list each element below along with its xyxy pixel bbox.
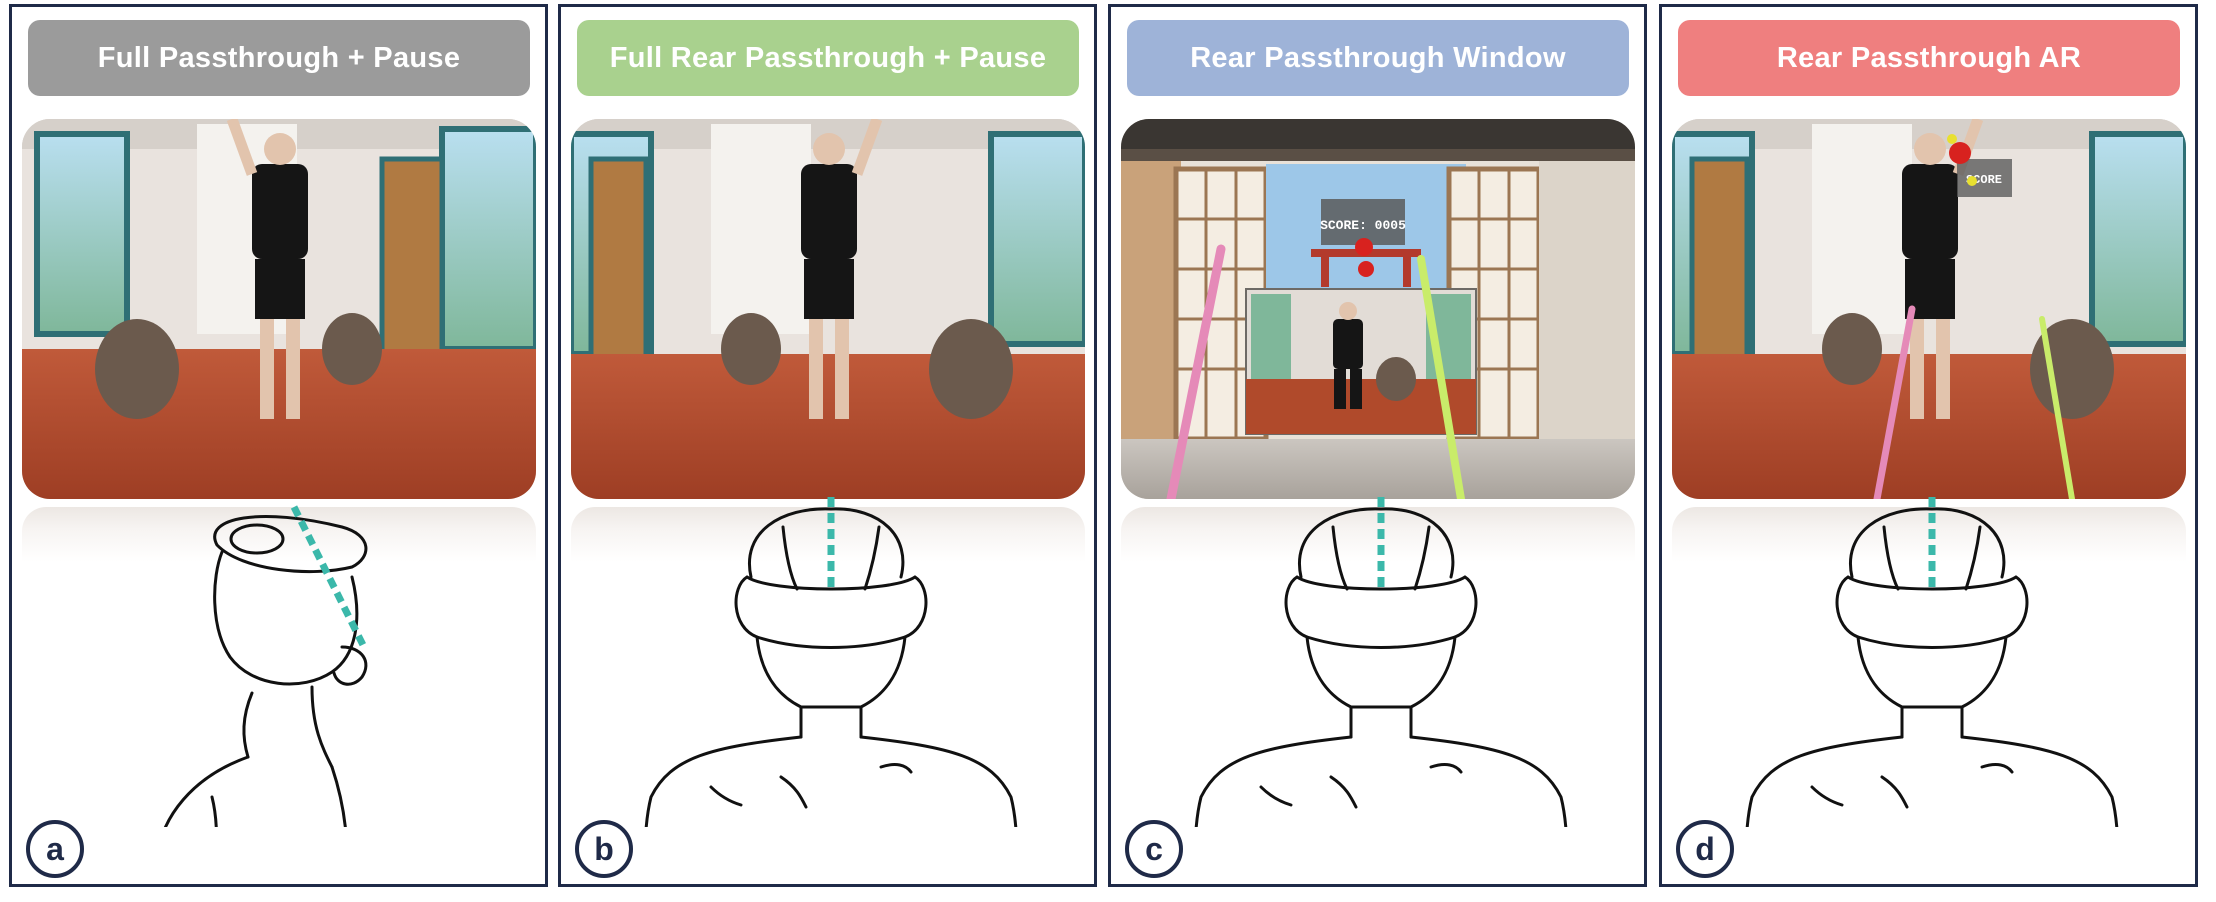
panel-letter-badge: a (26, 820, 84, 878)
score-display: SCORE: 0005 (1320, 218, 1406, 233)
panel-title: Rear Passthrough Window (1127, 20, 1629, 96)
room-photo (22, 119, 536, 499)
rear-view-head-sketch (1194, 497, 1568, 827)
panel-rear-passthrough-ar: Rear Passthrough AR SCORE (1659, 4, 2198, 887)
panel-title: Full Passthrough + Pause (28, 20, 530, 96)
panel-letter-badge: d (1676, 820, 1734, 878)
side-view-head-sketch (164, 505, 368, 827)
room-photo-ar: SCORE (1672, 119, 2186, 499)
rear-view-head-sketch (644, 497, 1018, 827)
panel-letter-badge: c (1125, 820, 1183, 878)
panel-letter-badge: b (575, 820, 633, 878)
panel-title: Full Rear Passthrough + Pause (577, 20, 1079, 96)
panel-full-rear-passthrough-pause: Full Rear Passthrough + Pause (558, 4, 1097, 887)
panel-full-passthrough-pause: Full Passthrough + Pause (9, 4, 548, 887)
panel-rear-passthrough-window: Rear Passthrough Window SCORE: 0005 (1108, 4, 1647, 887)
rear-view-head-sketch (1745, 497, 2119, 827)
vr-scene: SCORE: 0005 (1121, 119, 1635, 499)
room-photo (571, 119, 1085, 499)
panel-title: Rear Passthrough AR (1678, 20, 2180, 96)
